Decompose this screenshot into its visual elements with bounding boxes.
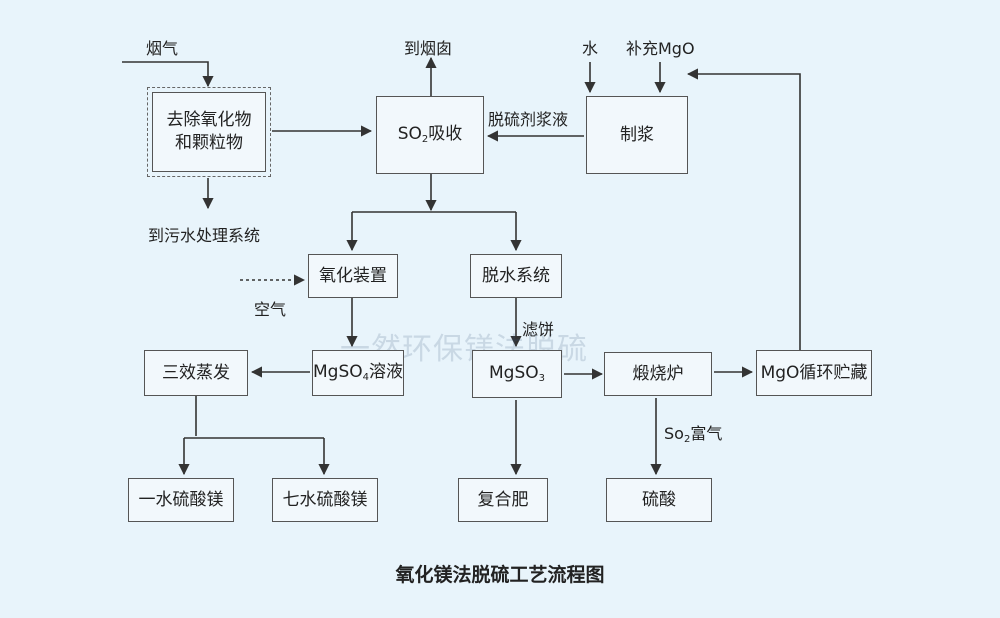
slurry-prep-label: 制浆 (620, 124, 654, 145)
flue-gas-label: 烟气 (146, 39, 179, 58)
flue-gas-arrow (122, 61, 214, 88)
so2-rich-gas-label: So2富气 (664, 424, 723, 445)
desulf-slurry-label: 脱硫剂浆液 (488, 110, 569, 129)
mgso4-solution-label: MgSO4溶液 (313, 362, 404, 384)
remove-nox-line2: 和颗粒物 (175, 133, 243, 153)
add-mgo-label: 补充MgO (626, 39, 695, 58)
oxidation-unit-label: 氧化装置 (319, 265, 387, 286)
dewatering-system-box: 脱水系统 (470, 254, 562, 298)
water-label: 水 (582, 39, 599, 58)
calciner-label: 煅烧炉 (632, 363, 684, 384)
so2-absorption-box: SO2吸收 (376, 96, 484, 174)
monohydrate-mgso4-box: 一水硫酸镁 (128, 478, 234, 522)
diagram-title: 氧化镁法脱硫工艺流程图 (395, 564, 605, 586)
monohydrate-mgso4-label: 一水硫酸镁 (138, 489, 224, 510)
oxidation-unit-box: 氧化装置 (308, 254, 398, 298)
air-label: 空气 (254, 300, 287, 319)
heptahydrate-mgso4-label: 七水硫酸镁 (282, 489, 368, 510)
remove-nox-particulate-box: 去除氧化物 和颗粒物 (147, 87, 271, 177)
remove-nox-line1: 去除氧化物 (166, 110, 252, 131)
mgo-storage-label: MgO循环贮藏 (760, 362, 868, 383)
mgso4-solution-box: MgSO4溶液 (312, 350, 404, 396)
mgso3-box: MgSO3 (472, 350, 562, 398)
slurry-prep-box: 制浆 (586, 96, 688, 174)
mgo-recycle-arrow (686, 68, 801, 350)
mgo-storage-box: MgO循环贮藏 (756, 350, 872, 396)
triple-effect-evaporation-box: 三效蒸发 (144, 350, 248, 396)
mgso3-label: MgSO3 (488, 363, 545, 385)
sulfuric-acid-box: 硫酸 (606, 478, 712, 522)
filter-cake-label: 滤饼 (522, 320, 555, 339)
dewatering-system-label: 脱水系统 (482, 265, 550, 286)
to-chimney-label: 到烟囱 (404, 39, 453, 58)
calciner-box: 煅烧炉 (604, 352, 712, 396)
sulfuric-acid-label: 硫酸 (642, 489, 676, 510)
compound-fertilizer-box: 复合肥 (458, 478, 548, 522)
so2-absorption-label: SO2吸收 (397, 124, 463, 146)
triple-effect-evaporation-label: 三效蒸发 (162, 362, 230, 383)
heptahydrate-mgso4-box: 七水硫酸镁 (272, 478, 378, 522)
compound-fertilizer-label: 复合肥 (477, 489, 529, 510)
to-wastewater-label: 到污水处理系统 (148, 226, 261, 245)
